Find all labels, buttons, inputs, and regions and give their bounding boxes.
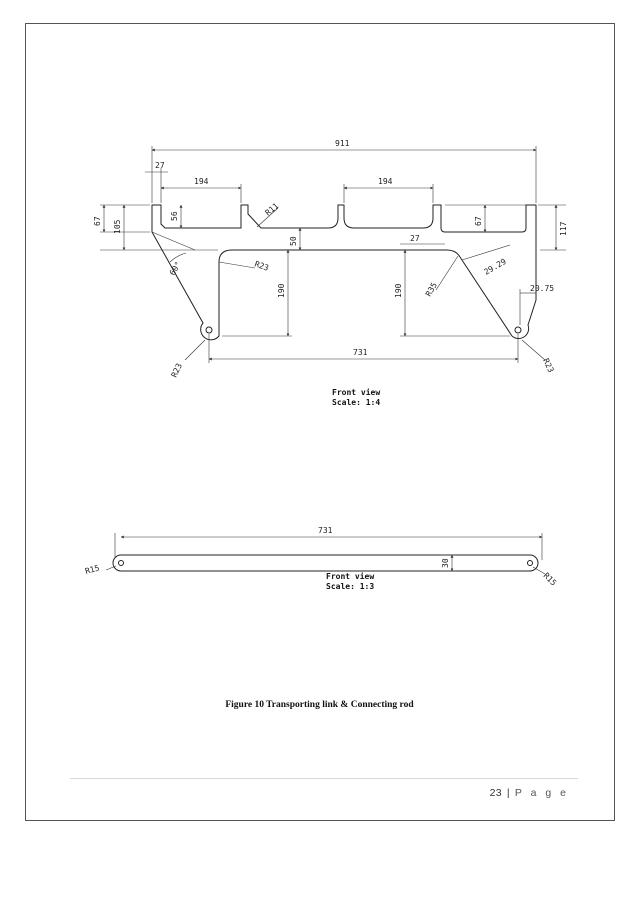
dim-50: 50 bbox=[289, 236, 298, 246]
dim-67-left: 67 bbox=[93, 216, 102, 226]
dim-731-rod: 731 bbox=[318, 526, 333, 535]
dim-29-29: 29.29 bbox=[483, 257, 509, 277]
transport-link-dimension-labels: 911 27 194 194 67 105 56 R11 50 27 67 11… bbox=[93, 139, 568, 407]
dim-30: 30 bbox=[441, 558, 450, 568]
connecting-rod-dimensions bbox=[105, 533, 546, 575]
connecting-rod-outline bbox=[112, 554, 539, 572]
scale-label-bottom: Scale: 1:3 bbox=[326, 582, 374, 591]
dim-angle-60: 60° bbox=[168, 260, 183, 277]
dim-r15-left: R15 bbox=[84, 563, 100, 575]
dim-r35: R35 bbox=[424, 281, 439, 298]
scale-label-top: Scale: 1:4 bbox=[332, 398, 380, 407]
dim-r11: R11 bbox=[264, 201, 281, 217]
connecting-rod-dimension-labels: 731 30 R15 R15 Front view Scale: 1:3 bbox=[84, 526, 558, 591]
dim-67-right: 67 bbox=[474, 216, 483, 226]
dim-r23-pivot-right: R23 bbox=[541, 357, 555, 374]
dim-27-mid: 27 bbox=[410, 234, 420, 243]
view-label-bottom: Front view bbox=[326, 571, 374, 581]
dim-27-left: 27 bbox=[155, 161, 165, 170]
dim-194-mid: 194 bbox=[378, 177, 393, 186]
dim-911: 911 bbox=[335, 139, 350, 148]
dim-190-right: 190 bbox=[394, 283, 403, 298]
dim-194-left: 194 bbox=[194, 177, 209, 186]
dim-56: 56 bbox=[170, 211, 179, 221]
dim-r15-right: R15 bbox=[542, 571, 559, 588]
page-border bbox=[25, 23, 615, 821]
dim-20-75: 20.75 bbox=[530, 284, 554, 293]
dim-r23-left: R23 bbox=[253, 259, 270, 272]
dim-r23-pivot-left: R23 bbox=[170, 362, 184, 379]
page-word: P a g e bbox=[514, 787, 569, 799]
transport-link-outline bbox=[151, 204, 537, 341]
dim-190-left: 190 bbox=[277, 283, 286, 298]
footer-divider bbox=[70, 778, 578, 779]
dim-105: 105 bbox=[113, 219, 122, 234]
figure-caption: Figure 10 Transporting link & Connecting… bbox=[225, 700, 414, 710]
dim-731-top: 731 bbox=[353, 348, 368, 357]
view-label-top: Front view bbox=[332, 387, 380, 397]
dim-117: 117 bbox=[559, 221, 568, 236]
page-footer: 23 | P a g e bbox=[490, 787, 569, 799]
page-number: 23 bbox=[489, 787, 502, 799]
transport-link-dimensions bbox=[100, 146, 566, 363]
page-separator: | bbox=[506, 787, 510, 799]
